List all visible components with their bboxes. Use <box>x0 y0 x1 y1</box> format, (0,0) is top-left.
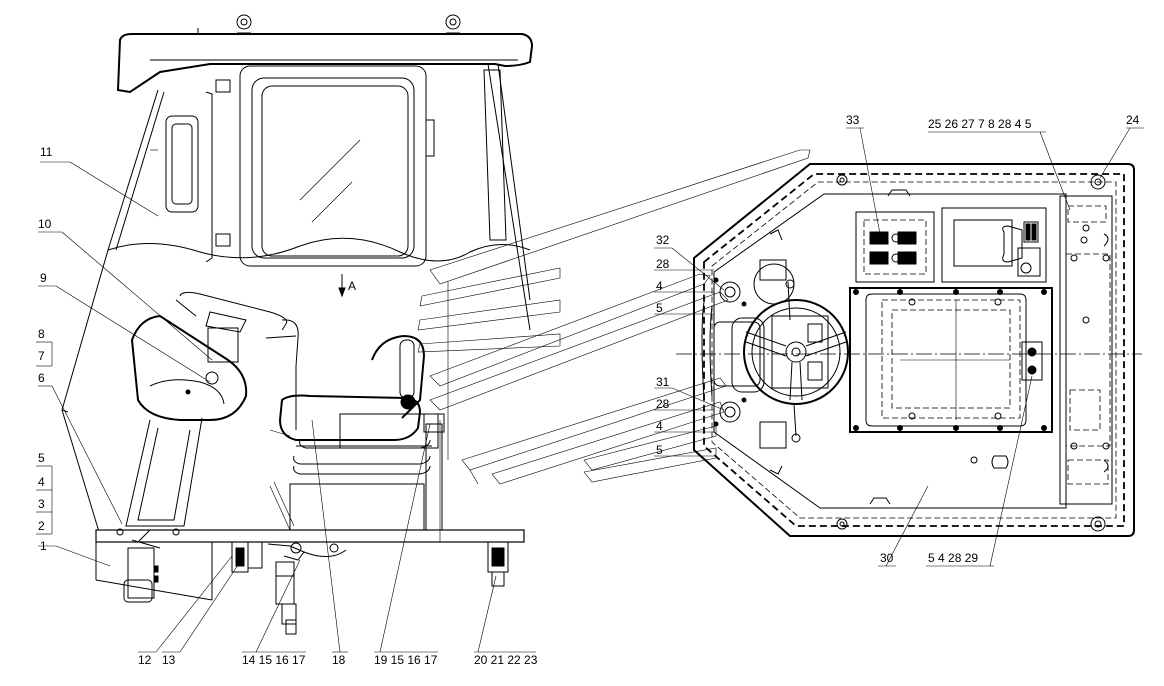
floor-plan-view <box>676 163 1142 537</box>
callout-11: 11 <box>40 145 53 159</box>
callout-30: 30 <box>880 551 894 565</box>
seat-mount-plate <box>849 287 1053 433</box>
callout-13: 13 <box>162 653 176 667</box>
callout-20-21-22-23: 20 21 22 23 <box>474 653 538 667</box>
callout-5-b: 5 <box>656 443 663 457</box>
switch-panel <box>855 211 935 283</box>
callout-3: 3 <box>38 497 45 511</box>
section-leaders <box>417 149 811 485</box>
view-label: A <box>348 279 356 293</box>
callout-12: 12 <box>138 653 152 667</box>
callout-1: 1 <box>40 539 47 553</box>
callout-18: 18 <box>332 653 346 667</box>
callout-28-b: 28 <box>656 397 670 411</box>
callout-9: 9 <box>40 271 47 285</box>
callout-19-15-16-17: 19 15 16 17 <box>374 653 438 667</box>
callout-24: 24 <box>1126 113 1140 127</box>
callout-10: 10 <box>38 217 52 231</box>
callout-32: 32 <box>656 233 670 247</box>
callout-4-a: 4 <box>656 279 663 293</box>
floor-plate <box>95 529 525 543</box>
steering-assembly <box>125 291 299 527</box>
callout-4-b: 4 <box>656 419 663 433</box>
callout-25-26-27-7-8-28-4-5: 25 26 27 7 8 28 4 5 <box>928 117 1032 131</box>
callout-5-4-28-29: 5 4 28 29 <box>928 551 978 565</box>
lifting-eye-right <box>445 14 461 34</box>
callout-6: 6 <box>38 371 45 385</box>
bottom-callouts: 12 13 14 15 16 17 18 19 15 16 17 20 21 2… <box>138 419 538 667</box>
callout-4: 4 <box>38 475 45 489</box>
callout-5: 5 <box>38 451 45 465</box>
callout-33: 33 <box>846 113 860 127</box>
left-callouts: 11 10 9 8 7 6 5 4 3 2 1 <box>36 145 213 567</box>
mount-left <box>231 541 263 573</box>
right-callouts: 25 26 27 7 8 28 4 5 33 24 32 28 4 5 31 2… <box>654 113 1144 567</box>
steering-wheel-top <box>743 279 849 443</box>
callout-2: 2 <box>38 519 45 533</box>
break-line <box>107 237 531 262</box>
monitor-box <box>941 207 1047 283</box>
callout-31: 31 <box>656 375 670 389</box>
pedal-unit <box>123 529 161 603</box>
cab-side-view: A <box>61 14 534 635</box>
brake-valve <box>267 542 347 635</box>
callout-28-a: 28 <box>656 257 670 271</box>
floor-plate-outline <box>693 163 1135 537</box>
mount-right <box>487 541 509 587</box>
lifting-eye-left <box>236 14 252 34</box>
callout-5-a: 5 <box>656 301 663 315</box>
callout-14-15-16-17: 14 15 16 17 <box>242 653 306 667</box>
cab-roof <box>116 33 534 94</box>
seal-dashed <box>703 173 1125 527</box>
callout-8: 8 <box>38 327 45 341</box>
seat-assembly <box>269 334 445 531</box>
callout-7: 7 <box>38 349 45 363</box>
